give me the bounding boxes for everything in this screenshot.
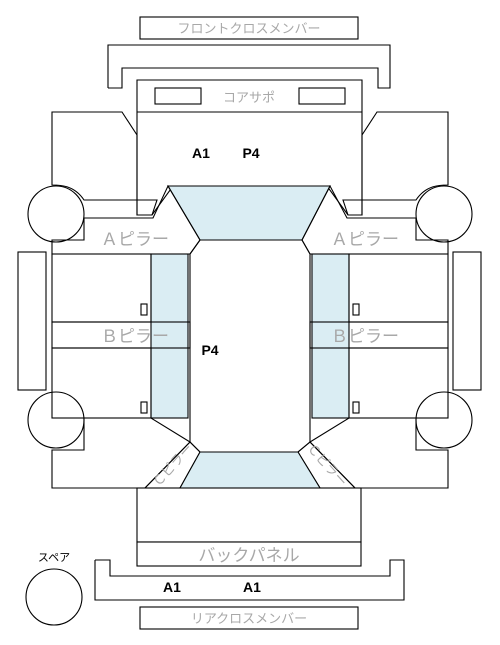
damage-code-rear-left: A1 xyxy=(163,579,181,595)
right-a-pillar-label: Ａピラー xyxy=(331,230,399,250)
right-front-door[interactable] xyxy=(348,253,449,323)
left-a-pillar-area[interactable] xyxy=(51,184,201,255)
left-rear-door-handle xyxy=(140,401,148,414)
rear-cross-member-label: リアクロスメンバー xyxy=(191,612,307,627)
left-headlight[interactable] xyxy=(154,87,202,105)
core-support-label: コアサポ xyxy=(223,91,275,106)
rear-right-wheel[interactable] xyxy=(415,391,473,449)
right-b-pillar[interactable] xyxy=(309,321,449,349)
front-cross-member-label: フロントクロスメンバー xyxy=(177,22,320,37)
spare-tire-label: スペア xyxy=(38,551,70,564)
rear-bumper-bracket[interactable] xyxy=(94,559,405,601)
rear-left-wheel[interactable] xyxy=(27,391,85,449)
left-rear-quarter-panel[interactable] xyxy=(51,417,191,489)
left-side-mirror-strip[interactable] xyxy=(17,251,47,391)
spare-tire[interactable] xyxy=(25,568,83,626)
front-left-wheel[interactable] xyxy=(27,185,85,243)
front-cross-member-box[interactable] xyxy=(139,16,359,40)
rear-cross-member-box[interactable] xyxy=(139,606,359,630)
left-front-door[interactable] xyxy=(51,253,152,323)
front-bumper-bracket[interactable] xyxy=(107,44,391,89)
right-headlight[interactable] xyxy=(298,87,346,105)
left-front-fender[interactable] xyxy=(51,111,158,216)
right-front-fender[interactable] xyxy=(342,111,449,216)
left-side-window[interactable] xyxy=(150,253,189,419)
right-front-door-handle xyxy=(352,303,360,316)
damage-code-rear-right: A1 xyxy=(243,579,261,595)
damage-code-hood-right: P4 xyxy=(242,145,259,161)
right-rear-quarter-panel[interactable] xyxy=(309,417,449,489)
left-a-pillar-label: Ａピラー xyxy=(101,230,169,250)
right-b-pillar-label: Ｂピラー xyxy=(331,327,399,347)
back-panel[interactable] xyxy=(136,541,362,567)
damage-code-hood-left: A1 xyxy=(192,145,210,161)
trunk-lid[interactable] xyxy=(136,487,362,543)
right-rear-door-handle xyxy=(352,401,360,414)
left-b-pillar[interactable] xyxy=(51,321,191,349)
front-right-wheel[interactable] xyxy=(415,185,473,243)
left-front-door-handle xyxy=(140,303,148,316)
right-side-mirror-strip[interactable] xyxy=(452,251,482,391)
right-a-pillar-area[interactable] xyxy=(301,184,449,255)
left-b-pillar-label: Ｂピラー xyxy=(101,327,169,347)
back-panel-label: バックパネル xyxy=(198,546,299,566)
rear-window[interactable] xyxy=(179,451,321,489)
damage-code-roof: P4 xyxy=(201,342,218,358)
right-side-window[interactable] xyxy=(311,253,350,419)
